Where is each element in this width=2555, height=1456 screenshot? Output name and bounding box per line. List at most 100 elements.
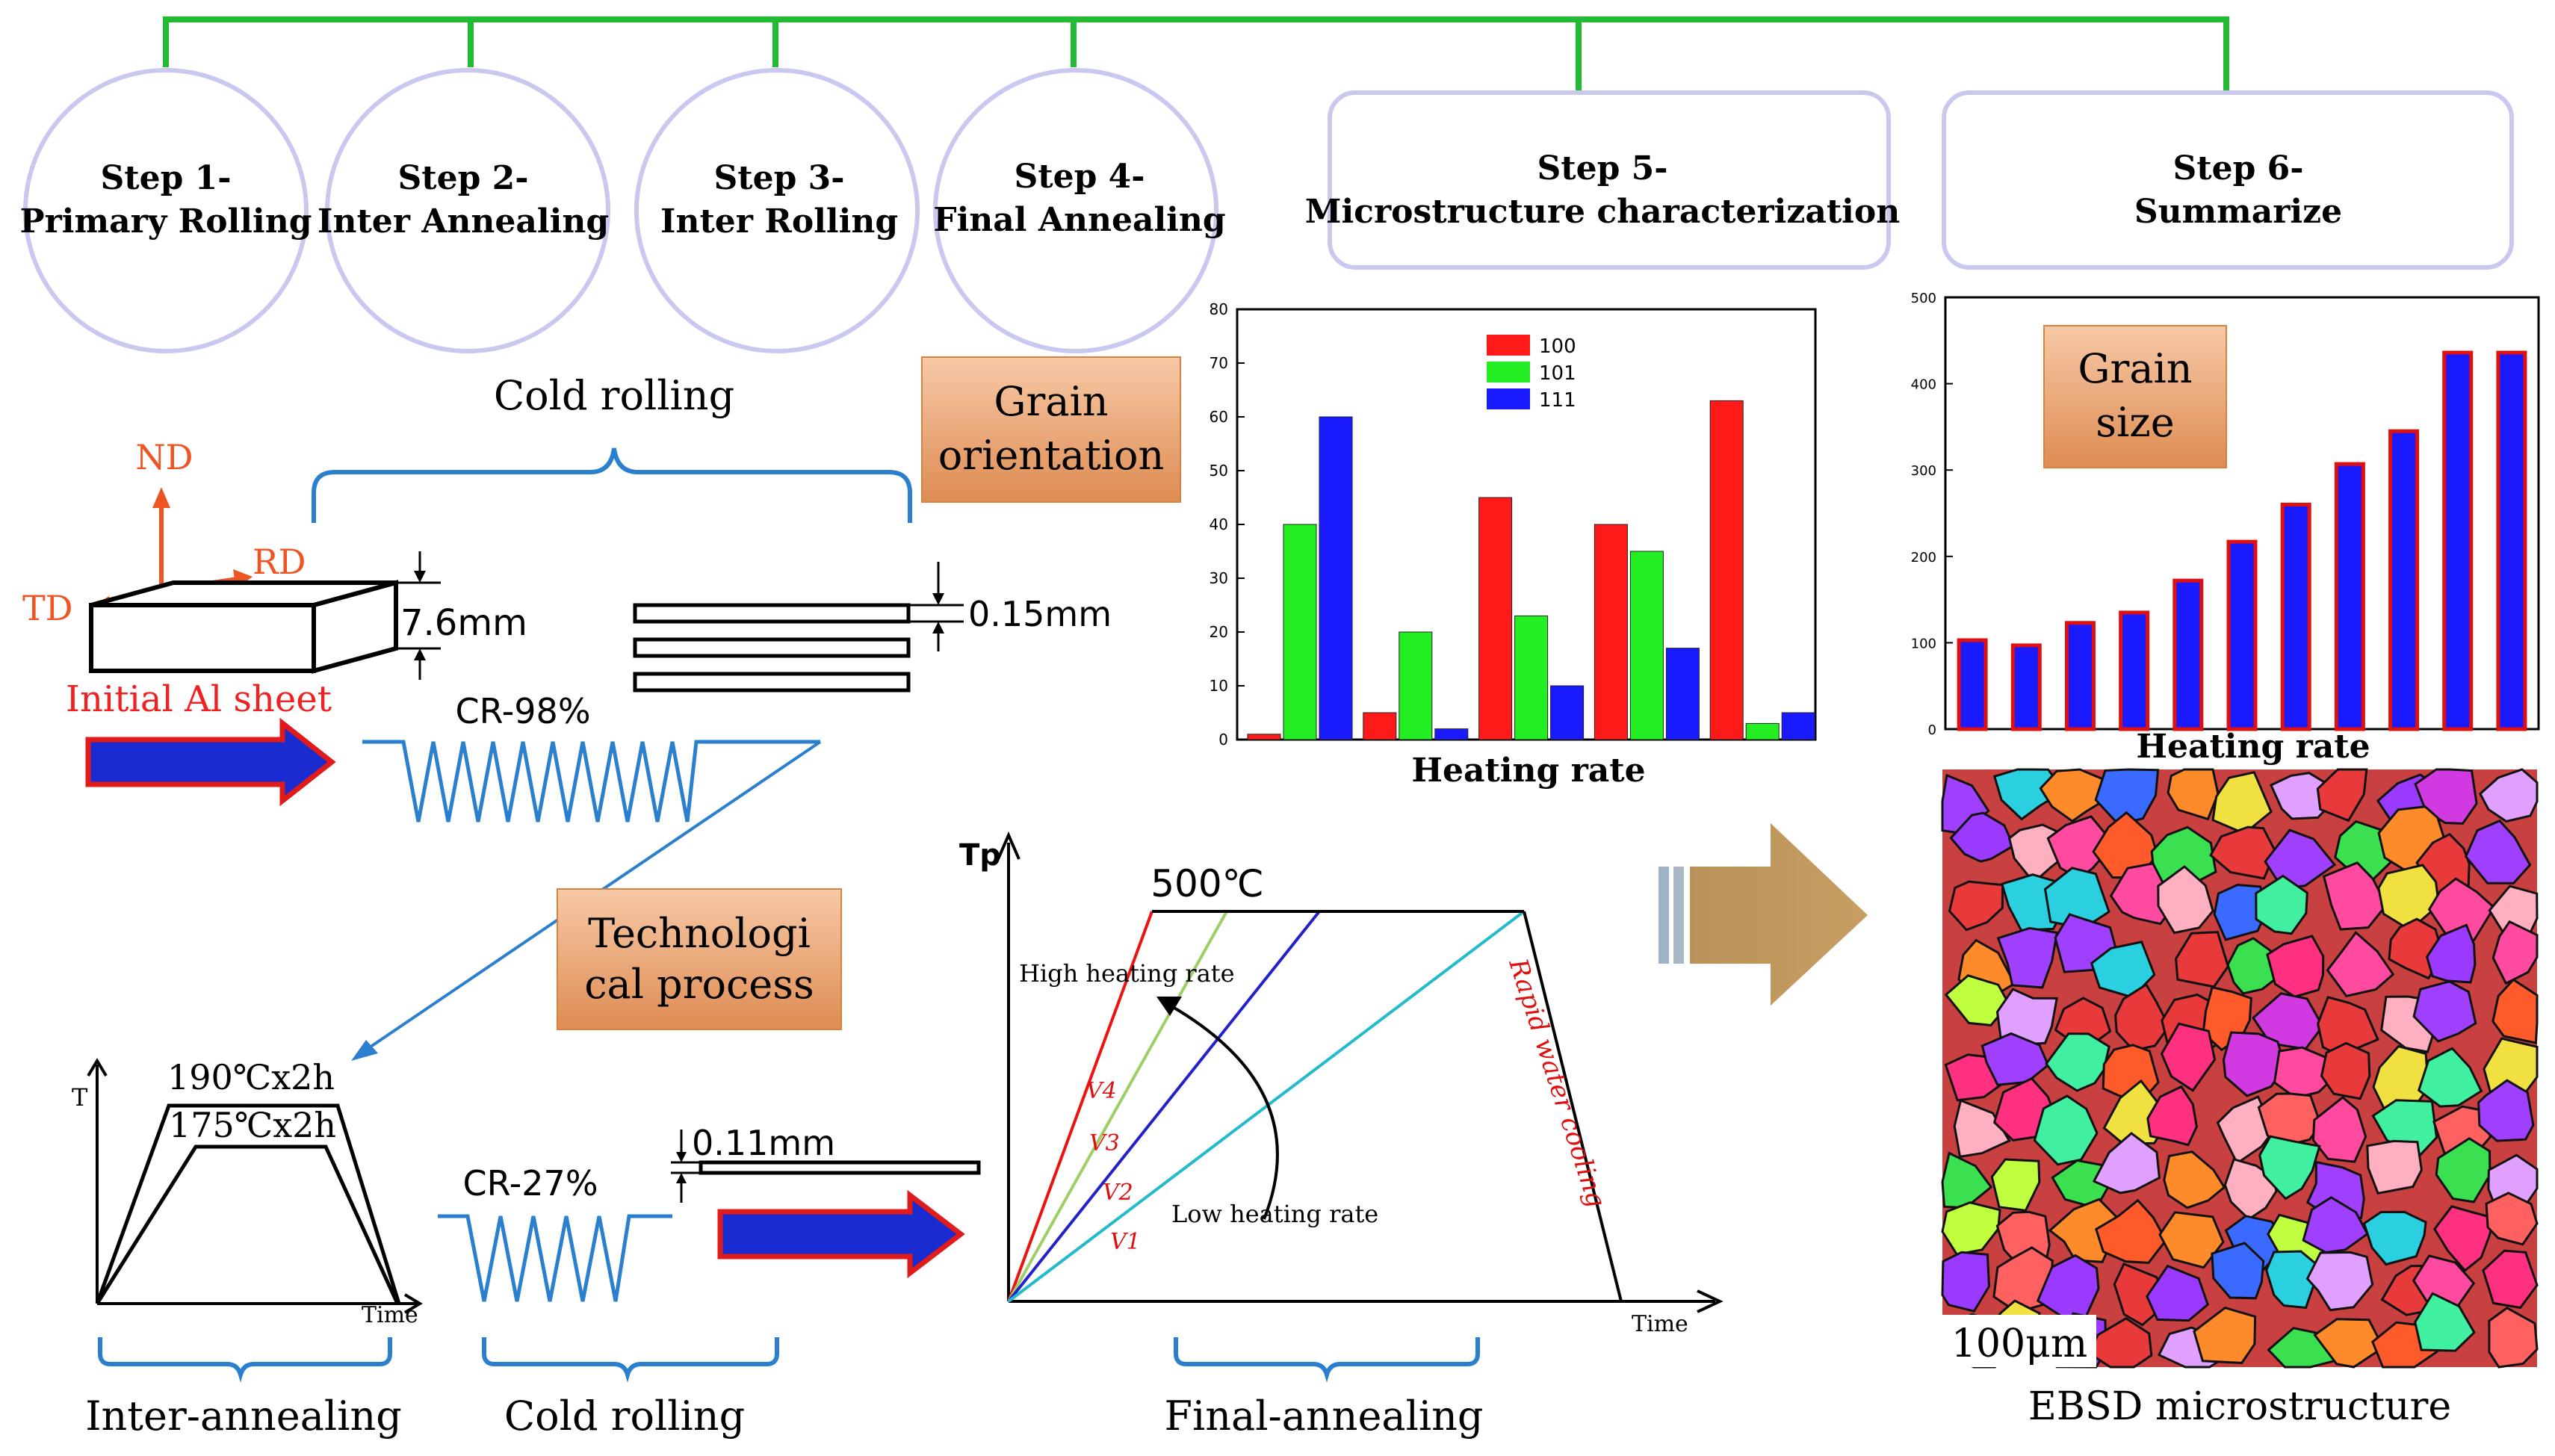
final-thickness-label: 0.11mm — [692, 1123, 835, 1163]
legend-swatch-100 — [1487, 335, 1530, 356]
cold-rolling-brace — [312, 447, 912, 523]
thin-thickness-label: 0.15mm — [968, 594, 1112, 634]
ebsd-grain — [2316, 768, 2368, 823]
step-2-line2: Inter Annealing — [318, 202, 609, 241]
ebsd-grain — [1948, 880, 2004, 932]
grain-size-callout: Grain size — [2043, 325, 2227, 468]
ebsd-grain — [2266, 935, 2325, 998]
step-5-line2: Microstructure characterization — [1305, 193, 1900, 231]
ebsd-grain — [2095, 1198, 2167, 1264]
orientation-bar-101-5 — [1745, 722, 1780, 740]
ebsd-grain — [2305, 1251, 2374, 1312]
label-cold-rolling: Cold rolling — [504, 1393, 745, 1440]
nd-label: ND — [135, 437, 193, 477]
orientation-ytick-label: 50 — [1210, 462, 1228, 480]
ebsd-grain — [2092, 1132, 2161, 1195]
grain-size-xlabel: Heating rate — [2136, 728, 2370, 766]
result-arrow — [1659, 823, 1868, 1006]
thickness-label: 7.6mm — [400, 602, 527, 644]
ebsd-grain — [1944, 974, 2010, 1026]
orientation-bar-100-5 — [1709, 400, 1744, 740]
grain-size-bar-11 — [2496, 350, 2527, 731]
v4-label: V4 — [1086, 1078, 1117, 1104]
ebsd-grain — [2109, 862, 2175, 926]
orientation-ytick-label: 10 — [1210, 677, 1228, 695]
ebsd-grain — [2366, 1139, 2423, 1195]
step-6-line2: Summarize — [2134, 193, 2342, 231]
td-label: TD — [22, 588, 73, 628]
orientation-ytick-label: 40 — [1210, 515, 1228, 533]
orientation-bar-100-1 — [1247, 734, 1281, 740]
al-sheet-block — [89, 580, 398, 674]
ebsd-grain — [2491, 978, 2539, 1044]
orientation-bar-100-4 — [1594, 524, 1628, 740]
legend-label-111: 111 — [1539, 389, 1576, 412]
ebsd-caption: EBSD microstructure — [2028, 1384, 2451, 1429]
ebsd-grain — [1953, 1099, 2011, 1159]
cr-primary-label: CR-98% — [455, 691, 590, 731]
ebsd-grain — [2362, 1210, 2427, 1266]
timeline — [163, 16, 2229, 93]
label-inter-annealing: Inter-annealing — [85, 1393, 402, 1440]
ebsd-grain — [2412, 980, 2477, 1043]
thickness-dimension — [396, 551, 441, 680]
orientation-bar-111-2 — [1434, 728, 1469, 740]
orientation-bar-111-4 — [1665, 648, 1700, 740]
ebsd-grain — [2222, 1031, 2287, 1097]
grain-size-bar-8 — [2334, 462, 2365, 731]
ebsd-grain — [2326, 931, 2395, 997]
ebsd-grain — [2226, 937, 2284, 995]
inter-annealing-plot — [87, 1058, 423, 1314]
step-5-node: Step 5- Microstructure characterization — [1305, 90, 1900, 270]
orientation-bar-101-2 — [1399, 631, 1433, 740]
step-1-line2: Primary Rolling — [20, 202, 312, 241]
brace-cold-rolling — [482, 1337, 779, 1383]
grain-size-bar-3 — [2064, 621, 2096, 731]
cr-inter-label: CR-27% — [462, 1163, 598, 1203]
legend-swatch-111 — [1487, 388, 1530, 409]
ebsd-grain — [1996, 926, 2059, 989]
step-3-line1: Step 3- — [713, 159, 844, 197]
final-annealing-plot — [997, 831, 1724, 1313]
grain-size-bar-7 — [2280, 502, 2311, 731]
legend-label-101: 101 — [1539, 362, 1576, 385]
process-arrow-1 — [85, 717, 336, 807]
ebsd-grain — [2414, 1292, 2476, 1352]
orientation-legend: 100 101 111 — [1487, 335, 1576, 412]
ebsd-grain — [2157, 865, 2214, 935]
scale-bar-box — [1942, 1315, 2096, 1367]
ebsd-grain — [1941, 1201, 2001, 1256]
inter-temp-high: 190℃x2h — [167, 1057, 335, 1097]
ebsd-grain — [2160, 1022, 2217, 1092]
inter-t-axis: T — [72, 1083, 88, 1112]
ebsd-grain — [2488, 1307, 2539, 1369]
orientation-bar-111-1 — [1319, 416, 1353, 740]
step-1-line1: Step 1- — [100, 159, 231, 197]
ebsd-grain — [2491, 920, 2539, 985]
v2-label: V2 — [1103, 1180, 1133, 1206]
ebsd-grain — [1941, 1251, 1991, 1313]
grain-size-ytick-label: 500 — [1911, 291, 1936, 306]
grain-size-ytick-label: 200 — [1911, 550, 1936, 566]
ebsd-grain — [2477, 1079, 2535, 1142]
legend-label-100: 100 — [1539, 335, 1576, 358]
final-peak-label: 500℃ — [1150, 862, 1264, 905]
grain-size-ytick-label: 100 — [1911, 636, 1936, 651]
grain-size-ytick-label: 300 — [1911, 463, 1936, 479]
orientation-ytick-label: 0 — [1218, 731, 1228, 749]
ebsd-grain — [2039, 768, 2109, 823]
orientation-bar-100-3 — [1478, 497, 1513, 740]
ebsd-grain — [2193, 1306, 2257, 1364]
step-1-node: Step 1- Primary Rolling — [20, 68, 312, 353]
v1-label: V1 — [1110, 1229, 1141, 1255]
ebsd-grain — [2146, 1264, 2209, 1322]
ebsd-grain — [2146, 1085, 2198, 1147]
ebsd-grain — [2167, 768, 2220, 821]
process-arrow-2 — [717, 1189, 965, 1279]
step-3-node: Step 3- Inter Rolling — [634, 68, 920, 353]
ebsd-grain — [2273, 1046, 2335, 1100]
technological-line1: Technologi — [588, 910, 811, 957]
brace-final-annealing — [1174, 1337, 1480, 1383]
step-3-line2: Inter Rolling — [660, 202, 898, 241]
